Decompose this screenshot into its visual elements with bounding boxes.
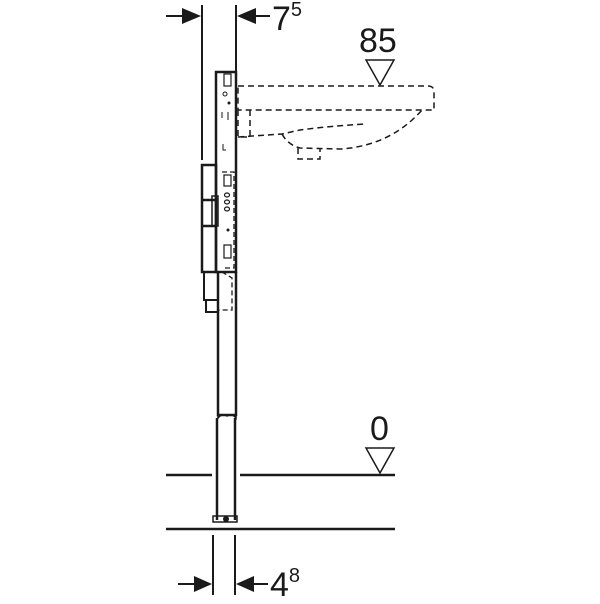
frame-lower-leg xyxy=(212,272,238,523)
top-dimension xyxy=(166,5,270,160)
top-dimension-value: 7 xyxy=(272,0,291,38)
washbasin-outline xyxy=(237,85,435,160)
arrow-left-icon xyxy=(236,576,254,592)
arrow-right-icon xyxy=(194,576,212,592)
level-marker-0 xyxy=(364,447,396,475)
level-triangle-icon xyxy=(364,447,396,475)
floor-lines xyxy=(166,473,395,531)
bottom-dimension-value: 4 xyxy=(270,566,289,604)
bottom-dimension xyxy=(178,535,268,595)
top-dimension-superscript: 5 xyxy=(290,0,303,21)
top-dimension-label: 75 xyxy=(272,0,303,38)
bottom-dimension-superscript: 8 xyxy=(288,565,301,587)
level-85-label: 85 xyxy=(359,22,397,60)
frame-internal-piping xyxy=(218,171,235,311)
frame-fittings xyxy=(223,174,232,259)
level-triangle-icon xyxy=(364,59,396,87)
level-marker-85 xyxy=(364,59,396,87)
arrow-left-icon xyxy=(237,8,256,24)
frame-side-bracket xyxy=(200,163,219,313)
level-0-label: 0 xyxy=(370,410,389,448)
bottom-dimension-label: 48 xyxy=(270,565,301,604)
arrow-right-icon xyxy=(182,8,201,24)
